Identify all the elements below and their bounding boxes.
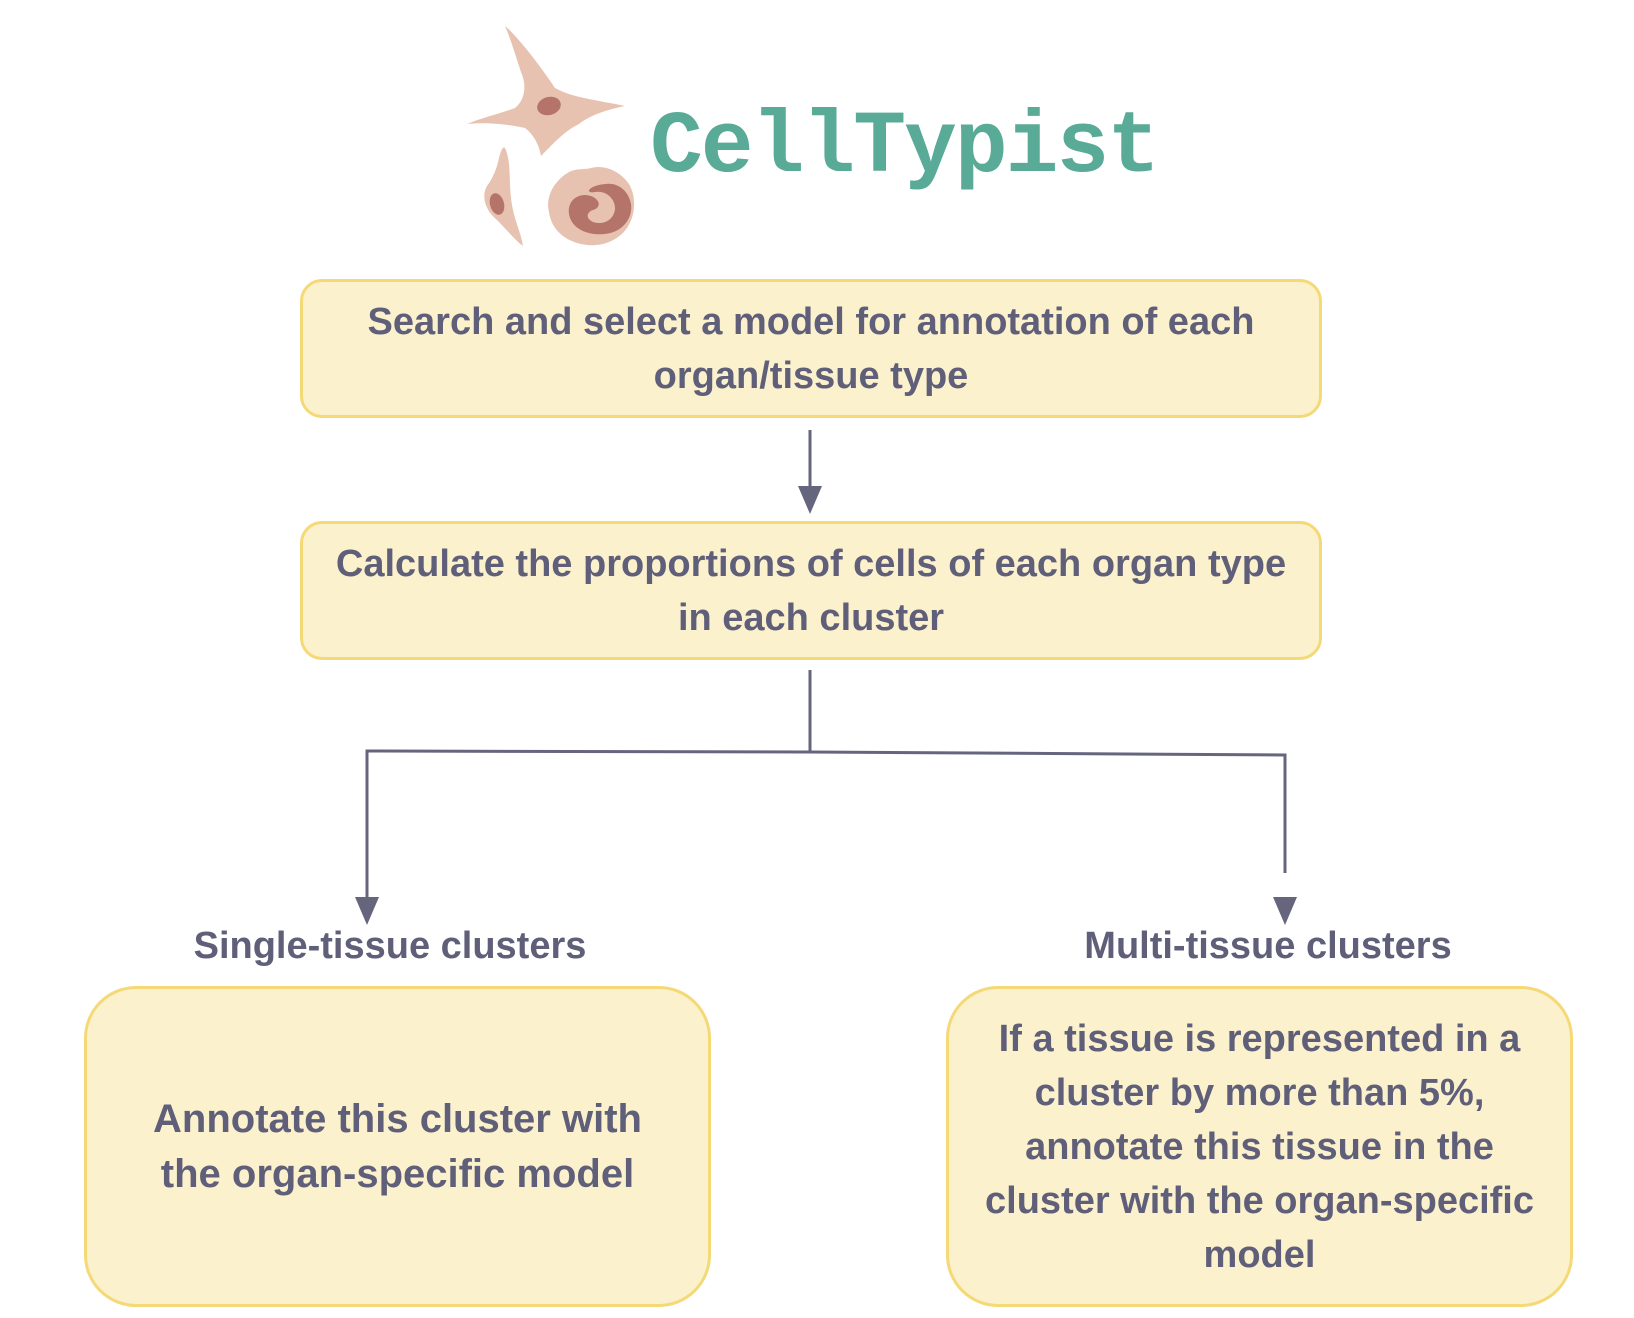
- arrowhead-step2: [798, 486, 822, 514]
- multi-tissue-action: If a tissue is represented in a cluster …: [946, 986, 1573, 1307]
- cells-logo-icon: [467, 26, 635, 246]
- step-calculate-proportions: Calculate the proportions of cells of ea…: [300, 521, 1322, 660]
- step-select-model-text: Search and select a model for annotation…: [367, 300, 1255, 397]
- multi-tissue-action-text: If a tissue is represented in a cluster …: [985, 1017, 1534, 1276]
- arrowhead-right: [1273, 897, 1297, 925]
- single-tissue-label: Single-tissue clusters: [193, 925, 587, 967]
- logo-title: CellTypist: [650, 99, 1160, 198]
- multi-tissue-label: Multi-tissue clusters: [1084, 925, 1452, 967]
- single-tissue-action-text: Annotate this cluster with the organ-spe…: [153, 1096, 642, 1196]
- celltypist-logo: CellTypist: [455, 20, 1175, 260]
- step-calculate-proportions-text: Calculate the proportions of cells of ea…: [335, 542, 1287, 639]
- step-select-model: Search and select a model for annotation…: [300, 279, 1322, 418]
- connector-split: [365, 749, 1287, 900]
- single-tissue-action: Annotate this cluster with the organ-spe…: [84, 986, 711, 1307]
- arrowhead-left: [355, 897, 379, 925]
